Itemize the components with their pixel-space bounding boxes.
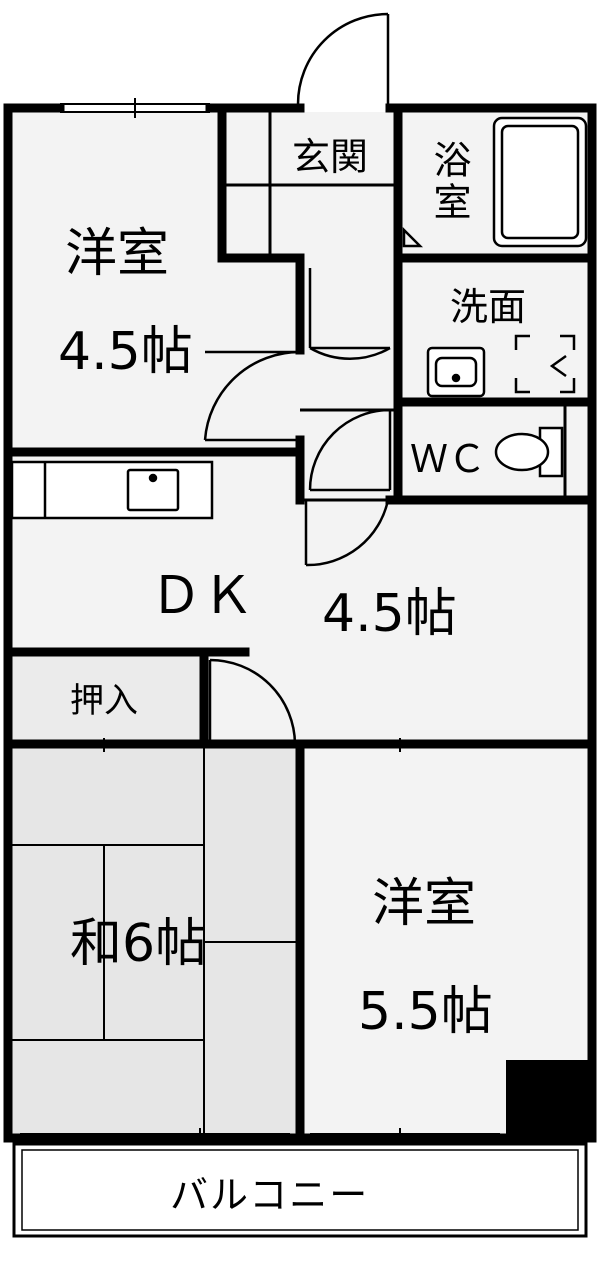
closet-floor: [8, 652, 204, 744]
western-bottom-label: 洋室: [372, 874, 477, 934]
walls: [3, 103, 597, 1143]
wc-label: ＷＣ: [410, 437, 487, 481]
pillar: [506, 1060, 592, 1138]
doors: [203, 12, 424, 745]
dk-size: 4.5帖: [322, 584, 457, 644]
washroom-label: 洗面: [450, 285, 527, 329]
japanese-label: 和6帖: [70, 914, 208, 974]
balcony-inner: [21, 1149, 579, 1231]
western-top-label: 洋室: [65, 224, 170, 284]
genkan-floor: [222, 112, 394, 262]
windows: [20, 98, 500, 1144]
kitchen-counter: [10, 460, 214, 520]
western-top-size: 4.5帖: [58, 322, 193, 382]
bath-label: 浴室: [427, 140, 471, 224]
western-bottom-size: 5.5帖: [358, 982, 493, 1042]
washbasin: [426, 346, 486, 398]
closet-label: 押入: [70, 681, 138, 721]
genkan-label: 玄関: [292, 135, 369, 179]
toilet: [494, 426, 564, 478]
bathtub: [492, 116, 588, 248]
tatami-lines: [8, 748, 300, 1134]
washer-space: [514, 334, 576, 394]
balcony-label: バルコニー: [170, 1173, 370, 1217]
dk-label: ＤＫ: [150, 566, 255, 626]
balcony-outline: [12, 1142, 588, 1238]
